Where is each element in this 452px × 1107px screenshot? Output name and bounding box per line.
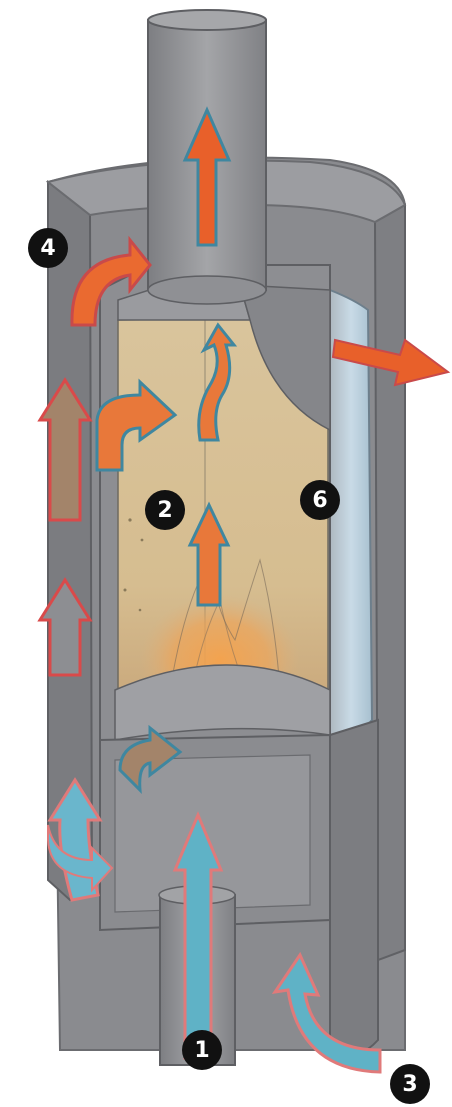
marker-3: 3 [390, 1064, 430, 1104]
marker-2: 2 [145, 490, 185, 530]
lower-side-panel [330, 720, 378, 1060]
marker-1: 1 [182, 1030, 222, 1070]
marker-6: 6 [300, 480, 340, 520]
marker-4: 4 [28, 228, 68, 268]
